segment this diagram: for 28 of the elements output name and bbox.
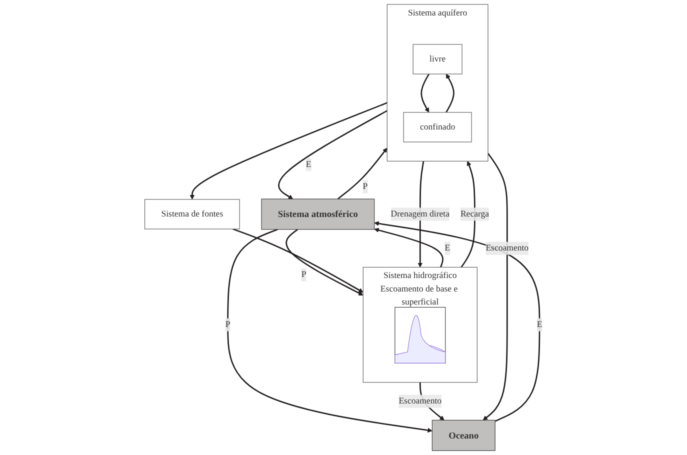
arrow: [446, 74, 454, 113]
arrow: [227, 228, 432, 433]
arrow: [278, 110, 388, 200]
arrow: [420, 74, 430, 113]
arrow: [286, 228, 364, 296]
edge-label: Recarga: [460, 209, 490, 219]
edge-label: E: [444, 243, 450, 253]
arrow: [232, 228, 364, 293]
edge-label: P: [362, 182, 368, 192]
edge-label: E: [536, 320, 542, 330]
node-box: confinado: [403, 112, 472, 142]
cluster: Sistema hidrográfico Escoamento de base e superficial: [362, 266, 478, 383]
node-box: Sistema atmosférico: [261, 198, 375, 230]
arrow: [374, 228, 444, 268]
arrow: [418, 161, 424, 268]
edge-label: Escoamento: [486, 243, 529, 253]
arrow: [460, 160, 476, 268]
arrow: [337, 148, 388, 200]
edge-label: Escoamento: [398, 396, 442, 406]
edge-label: Drenagem direta: [390, 209, 450, 219]
edge-label: P: [301, 270, 306, 280]
node-box: livre: [412, 44, 462, 74]
arrow: [190, 102, 388, 200]
arrow: [482, 152, 508, 420]
node-box: Sistema de fontes: [144, 199, 240, 230]
edge-label: E: [306, 160, 312, 170]
edge-label: P: [225, 320, 230, 330]
node-box: Oceano: [432, 420, 496, 451]
